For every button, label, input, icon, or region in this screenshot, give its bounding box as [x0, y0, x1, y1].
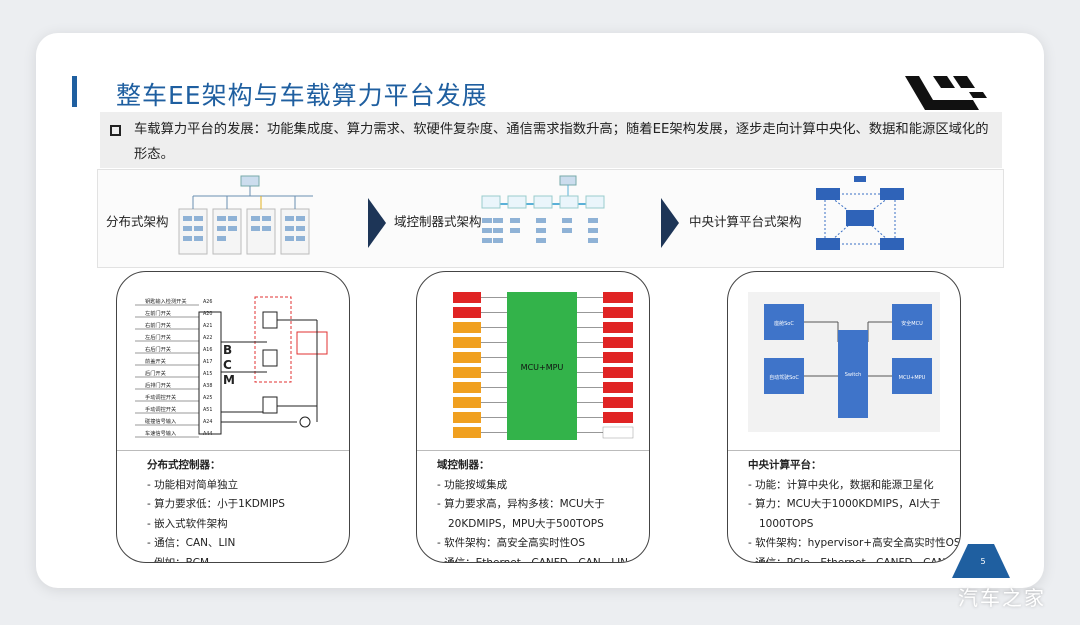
node-safety-mcu: 安全MCU: [901, 320, 923, 327]
chevron-right-icon: [661, 198, 679, 248]
domain-controller-diagram: MCU+MPU: [417, 292, 649, 451]
card-item: - 嵌入式软件架构: [147, 517, 228, 530]
central-arch-diagram: [816, 176, 904, 250]
bcm-input-label: 右后门开关: [145, 345, 171, 353]
bcm-pin-label: A22: [203, 335, 212, 341]
title-accent-bar: [72, 76, 77, 107]
bcm-input-label: 后排门开关: [145, 381, 171, 389]
card-domain: MCU+MPU 域控制器： - 功能按域集成 - 算力要求高，异构多核：MCU大…: [416, 271, 650, 563]
bcm-input-label: 车速信号输入: [145, 429, 176, 437]
domain-output-block: [603, 367, 633, 378]
card-item: - 通信：CAN、LIN: [147, 537, 236, 549]
summary-box: 车载算力平台的发展：功能集成度、算力需求、软硬件复杂度、通信需求指数升高；随着E…: [100, 112, 1002, 168]
domain-input-block: [453, 292, 481, 303]
card-item: - 算力要求低：小于1KDMIPS: [147, 498, 285, 510]
domain-output-block: [603, 292, 633, 303]
bcm-input-label: 左后门开关: [145, 333, 171, 341]
bcm-input-label: 碰撞信号输入: [145, 417, 176, 425]
domain-input-block: [453, 352, 481, 363]
node-mcu-mpu: MCU+MPU: [899, 375, 926, 381]
bcm-pin-label: A21: [203, 323, 212, 329]
card-item-continuation: 1000TOPS: [759, 517, 814, 530]
bcm-input-label: 前盖开关: [145, 357, 166, 365]
card-item-continuation: 20KDMIPS，MPU大于500TOPS: [448, 517, 604, 530]
domain-input-block: [453, 412, 481, 423]
bcm-pin-label: A25: [203, 395, 212, 401]
domain-input-block: [453, 337, 481, 348]
domain-output-block: [602, 426, 634, 439]
card-item: - 通信：Ethernet、CANFD、CAN、LIN: [437, 556, 629, 563]
card-distributed-caption: 分布式控制器： - 功能相对简单独立 - 算力要求低：小于1KDMIPS - 嵌…: [147, 456, 285, 563]
card-item: - 功能相对简单独立: [147, 478, 239, 491]
card-item: - 通信：PCIe、Ethernet、CANFD、CAN、LIN: [748, 556, 961, 563]
bcm-pin-label: A38: [203, 383, 212, 389]
page-number-badge: 5: [952, 544, 1010, 578]
card-heading: 域控制器：: [437, 459, 490, 471]
node-ad-soc: 自动驾驶SoC: [769, 374, 799, 381]
card-item: - 算力：MCU大于1000KDMIPS，AI大于: [748, 498, 941, 510]
card-item: - 功能：计算中央化，数据和能源卫星化: [748, 478, 934, 491]
bcm-input-label: 手动调控开关: [145, 405, 176, 413]
domain-input-block: [453, 397, 481, 408]
card-item: - 功能按域集成: [437, 478, 508, 491]
central-compute-diagram: 座舱SoC 安全MCU 自动驾驶SoC MCU+MPU Switch: [728, 292, 960, 451]
bcm-input-label: 手动调控开关: [145, 393, 176, 401]
domain-output-block: [603, 397, 633, 408]
domain-output-block: [603, 322, 633, 333]
bcm-pin-label: A26: [203, 299, 212, 305]
domain-output-block: [603, 382, 633, 393]
domain-input-block: [453, 322, 481, 333]
bcm-circuit-diagram: 钥匙输入检测开关 A26 左前门开关 A20 右前门开关 A21 左后门开关 A22 右后门开关…: [117, 296, 349, 451]
bcm-pin-label: A17: [203, 359, 212, 365]
domain-arch-diagram: [481, 175, 605, 243]
page-title: 整车EE架构与车载算力平台发展: [116, 81, 488, 110]
card-item: - 例如：BCM: [147, 556, 210, 563]
card-central: 座舱SoC 安全MCU 自动驾驶SoC MCU+MPU Switch 中央计算平…: [727, 271, 961, 563]
domain-output-block: [603, 307, 633, 318]
brand-logo: [905, 76, 987, 110]
bcm-letter-b: B: [223, 343, 232, 357]
node-switch: Switch: [845, 372, 862, 378]
bcm-pin-label: A24: [203, 419, 212, 425]
card-item: - 算力要求高，异构多核：MCU大于: [437, 498, 605, 510]
bcm-input-label: 右前门开关: [145, 321, 171, 329]
summary-text: 车载算力平台的发展：功能集成度、算力需求、软硬件复杂度、通信需求指数升高；随着E…: [134, 122, 989, 162]
domain-output-block: [603, 412, 633, 423]
domain-input-block: [453, 427, 481, 438]
architecture-strip: 分布式架构 域控制器式架构: [97, 169, 1004, 268]
card-distributed: 钥匙输入检测开关 A26 左前门开关 A20 右前门开关 A21 左后门开关 A22 右后门开关…: [116, 271, 350, 563]
bcm-letter-m: M: [223, 373, 235, 387]
watermark: 汽车之家: [958, 586, 1046, 610]
domain-output-block: [603, 352, 633, 363]
page-number: 5: [980, 557, 985, 566]
bcm-input-label: 左前门开关: [145, 309, 171, 317]
arch-label-central: 中央计算平台式架构: [689, 214, 802, 229]
distributed-arch-diagram: [178, 175, 313, 255]
card-heading: 分布式控制器：: [147, 459, 221, 471]
arch-label-distributed: 分布式架构: [106, 214, 169, 229]
domain-input-block: [453, 307, 481, 318]
card-heading: 中央计算平台：: [748, 459, 822, 471]
domain-output-block: [603, 337, 633, 348]
bcm-pin-label: A16: [203, 347, 212, 353]
card-item: - 软件架构：高安全高实时性OS: [437, 537, 586, 549]
bullet-square-icon: [110, 125, 121, 136]
chevron-right-icon: [368, 198, 386, 248]
bcm-letter-c: C: [223, 358, 232, 372]
domain-center-label: MCU+MPU: [521, 363, 564, 372]
bcm-pin-label: A15: [203, 371, 212, 377]
card-item: - 软件架构：hypervisor+高安全高实时性OS: [748, 537, 961, 549]
bcm-input-label: 后门开关: [145, 369, 166, 377]
bcm-pin-label: A20: [203, 311, 212, 317]
card-central-caption: 中央计算平台： - 功能：计算中央化，数据和能源卫星化 - 算力：MCU大于10…: [748, 456, 961, 563]
card-domain-caption: 域控制器： - 功能按域集成 - 算力要求高，异构多核：MCU大于 20KDMI…: [437, 456, 629, 563]
domain-input-block: [453, 367, 481, 378]
domain-input-block: [453, 382, 481, 393]
node-cockpit-soc: 座舱SoC: [774, 320, 794, 327]
bcm-pin-label: A51: [203, 407, 212, 413]
bcm-input-label: 钥匙输入检测开关: [145, 297, 187, 305]
arch-label-domain: 域控制器式架构: [394, 214, 482, 229]
